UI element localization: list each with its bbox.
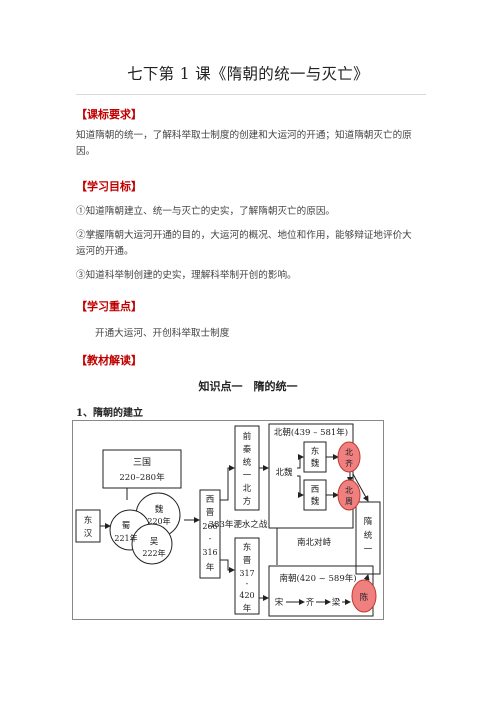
- qianqin-char-1: 前: [243, 431, 252, 442]
- xiwei-char-2: 魏: [311, 496, 320, 507]
- objective-item-2: ②掌握隋朝大运河开通的目的，大运河的概况、地位和作用，能够辩证地评价大: [76, 230, 412, 241]
- xijin-dash: -: [209, 534, 212, 543]
- dynasty-flow-diagram: 三国 220–280年 魏 220年 蜀 221年 吴 222年 东 汉 西 晋…: [72, 420, 384, 620]
- xijin-start: 266: [202, 522, 217, 531]
- dongjin-dash: -: [246, 579, 249, 588]
- objective-item-3: ③知道科举制创建的史实，理解科举制开创的影响。: [76, 270, 297, 281]
- beizhou-char-1: 北: [345, 486, 353, 495]
- curriculum-line-2: 因。: [76, 146, 96, 157]
- dongjin-box: [234, 537, 260, 615]
- three-kingdoms-box: [102, 449, 182, 489]
- knowledge-point-title: 知识点一 隋的统一: [198, 380, 298, 393]
- sui-char-1: 隋: [364, 516, 373, 527]
- donghan-char-2: 汉: [84, 529, 93, 539]
- objectives-heading: 【学习目标】: [76, 180, 142, 193]
- wei-year: 220年: [147, 516, 170, 526]
- curriculum-line-1: 知道隋朝的统一，了解科举取士制度的创建和大运河的开通；知道隋朝灭亡的原: [76, 130, 412, 141]
- xijin-end: 316: [202, 548, 217, 557]
- qianqin-char-4: 一: [243, 471, 252, 481]
- key-points-text: 开通大运河、开创科举取士制度: [95, 328, 230, 339]
- wu-circle: [131, 523, 173, 565]
- key-points-heading: 【学习重点】: [76, 300, 142, 313]
- northern-dynasties-box: [268, 423, 354, 529]
- beizhou-char-2: 周: [345, 497, 353, 506]
- chen-ellipse: [351, 579, 377, 613]
- nanbei-standoff-label: 南北对峙: [297, 537, 332, 548]
- xiwei-char-1: 西: [311, 485, 320, 495]
- feishui-battle-label: 383年淝水之战: [209, 519, 268, 530]
- beiwei-label: 北魏: [275, 467, 293, 478]
- sui-char-2: 统: [364, 530, 373, 541]
- liang-label: 梁: [332, 598, 341, 608]
- dongjin-start: 317: [239, 569, 254, 578]
- song-label: 宋: [275, 597, 284, 608]
- qi-label: 齐: [306, 597, 315, 608]
- northern-dynasties-label: 北朝(439 – 581年): [274, 427, 348, 438]
- sui-box: [355, 501, 381, 575]
- dongjin-year-char: 年: [243, 603, 252, 614]
- subsection-title: 1、隋朝的建立: [76, 408, 143, 419]
- textbook-heading: 【教材解读】: [76, 354, 142, 367]
- wu-year: 222年: [142, 548, 165, 558]
- donghan-char-1: 东: [84, 515, 93, 526]
- curriculum-heading: 【课标要求】: [76, 108, 142, 121]
- xijin-year-char: 年: [206, 562, 215, 573]
- qianqin-char-5: 北: [243, 484, 252, 494]
- dongjin-end: 420: [239, 591, 254, 600]
- shu-year: 221年: [114, 533, 137, 543]
- objective-item-1: ①知道隋朝建立、统一与灭亡的史实，了解隋朝灭亡的原因。: [76, 206, 336, 217]
- three-kingdoms-label: 三国: [133, 457, 151, 468]
- qianqin-char-2: 秦: [243, 444, 252, 455]
- wu-label: 吴: [150, 537, 159, 547]
- title-divider: [76, 94, 426, 95]
- wei-label: 魏: [155, 504, 164, 515]
- xijin-char-1: 西: [206, 495, 215, 505]
- beizhou-ellipse: [337, 479, 361, 511]
- xijin-box: [199, 489, 221, 579]
- dongjin-char-1: 东: [243, 542, 252, 553]
- dongwei-char-2: 魏: [311, 458, 320, 469]
- chen-label: 陈: [360, 592, 369, 603]
- diagram-frame: [72, 420, 384, 620]
- page-title: 七下第 1 课《隋朝的统一与灭亡》: [127, 65, 369, 83]
- shu-label: 蜀: [122, 521, 131, 531]
- xijin-char-2: 晋: [206, 508, 215, 518]
- objective-item-2-cont: 运河的开通。: [76, 246, 134, 257]
- qianqin-char-6: 方: [243, 496, 252, 507]
- southern-dynasties-label: 南朝(420 ~ 589年): [279, 573, 356, 584]
- qianqin-char-3: 统: [243, 457, 252, 468]
- three-kingdoms-years: 220–280年: [119, 472, 165, 483]
- sui-char-3: 一: [364, 545, 373, 555]
- dongjin-char-2: 晋: [243, 556, 252, 566]
- dongwei-char-1: 东: [311, 446, 320, 457]
- beiqi-ellipse: [337, 441, 361, 473]
- beiqi-char-2: 齐: [345, 458, 353, 468]
- beiqi-char-1: 北: [345, 448, 353, 457]
